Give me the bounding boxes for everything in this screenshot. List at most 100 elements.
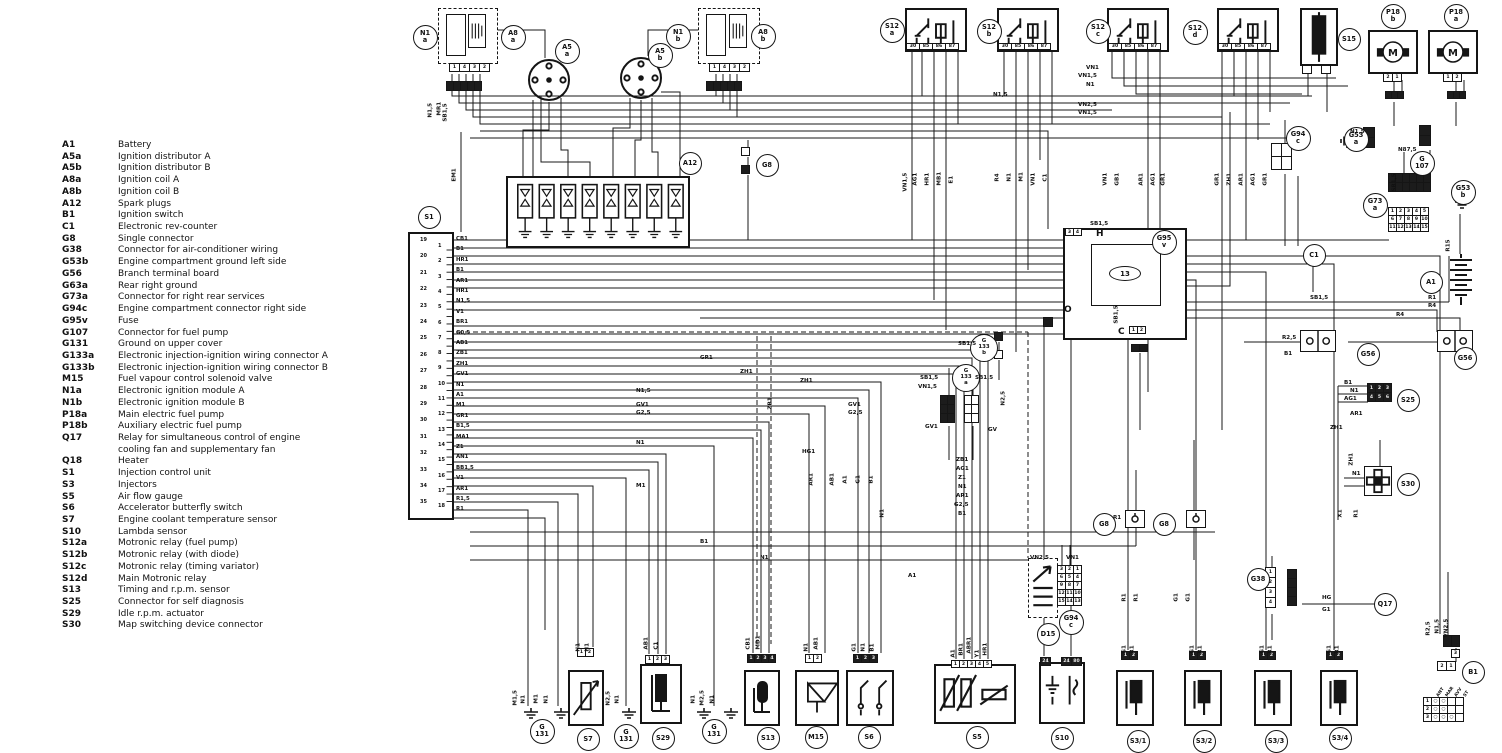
wire-label: R1 [1353,509,1360,518]
legend-desc: Lambda sensor [118,526,187,537]
bubble-label: S3/4 [1331,733,1349,742]
ecu-wire-label: M1 [456,402,466,409]
ecu-pin-number: 18 [438,503,445,510]
bubble-label: 133 [960,374,972,381]
pin-cell: 87 [945,43,959,50]
wire-label: R1 [1113,515,1122,521]
wire-label: VN1,5 [1078,110,1097,116]
wire-label: B1 [700,539,709,545]
legend-desc: Electronic ignition module B [118,397,245,408]
wire-label: R2,5 [1425,621,1432,636]
ecu-pin-number: 11 [438,396,445,402]
wire-label: CB1 [745,637,752,650]
ecu-pin-number: 27 [420,368,427,375]
legend-desc: Electronic injection-ignition wiring con… [118,350,328,361]
wire-label: AG1 [912,172,919,186]
glyph-shape [1263,679,1281,715]
glyph-shape [914,18,955,46]
wire-label: VN1,5 [902,172,909,192]
wire-label: ZH1 [1348,452,1355,466]
wire-label: N87,5 [1398,147,1417,153]
pin-cell: 85 [1231,43,1245,50]
bubble-label: b [982,349,986,356]
wire-label: R1 [1129,645,1136,654]
ecu-wire-label: AB1 [456,340,469,346]
legend-code: C1 [62,222,75,233]
wire-label: R1 [1133,593,1140,602]
bubble-label: A8 [508,29,518,38]
glyph-shape [1311,12,1327,62]
pin-cell: 86 [1134,43,1148,50]
legend-desc: Engine compartment connector right side [118,304,307,315]
bubble-label: D15 [1040,629,1056,638]
wire [452,271,1267,650]
bubble-s1: S1 [417,205,441,229]
wire [480,130,1049,229]
wire-label: G1 [851,643,858,652]
wire-label: AG1 [1150,172,1157,186]
legend-code: S12b [62,550,88,561]
ground-5 [723,708,739,722]
pin-cell: 80 [1071,657,1082,666]
wire [452,461,659,654]
wire-label: AB1 [813,637,820,650]
glyph-shape [1193,679,1211,715]
bubble-label: a [510,36,516,44]
box-s3-4 [1320,670,1358,726]
wire [452,413,810,653]
ground-icon [524,708,538,719]
legend-code: A12 [62,198,82,209]
legend-code: M15 [62,374,84,385]
conn-p18b [1385,91,1404,99]
ecu-wire-label: MA1 [456,433,470,440]
grid-row [1271,156,1292,170]
bubble-label: 131 [619,735,633,743]
ecu-wire-label: R1 [456,506,464,513]
legend-desc: Engine coolant temperature sensor [118,515,278,525]
legend-desc: Motronic relay (fuel pump) [118,538,238,549]
bubble-s30: S30 [1396,472,1420,496]
pin-cell: 87 [1147,43,1161,50]
wire [522,102,550,182]
conn-g133a-2 [964,395,979,423]
ecu-pin-number: 21 [420,269,427,276]
wire [452,389,870,653]
legend-desc: Electronic injection-ignition wiring con… [118,362,328,373]
wire-label: VN1,5 [1078,73,1097,79]
legend-code: G107 [62,327,89,338]
wire-label: N1 [1350,388,1359,394]
fuse-13-oval: 13 [1109,266,1141,281]
coil-a8a [468,14,486,48]
bubble-label: G53 [1348,131,1364,140]
pin-cell [1302,65,1312,74]
bubble-label: 131 [707,730,721,738]
legend-code: G53b [62,257,89,268]
bubble-label: b [1460,191,1466,199]
wire [560,98,569,182]
bubble-label: A1 [1426,277,1436,286]
bubble-a1: A1 [1419,270,1443,294]
ecu-pin-number: 3 [438,273,442,280]
bubble-label: S30 [1401,479,1415,488]
